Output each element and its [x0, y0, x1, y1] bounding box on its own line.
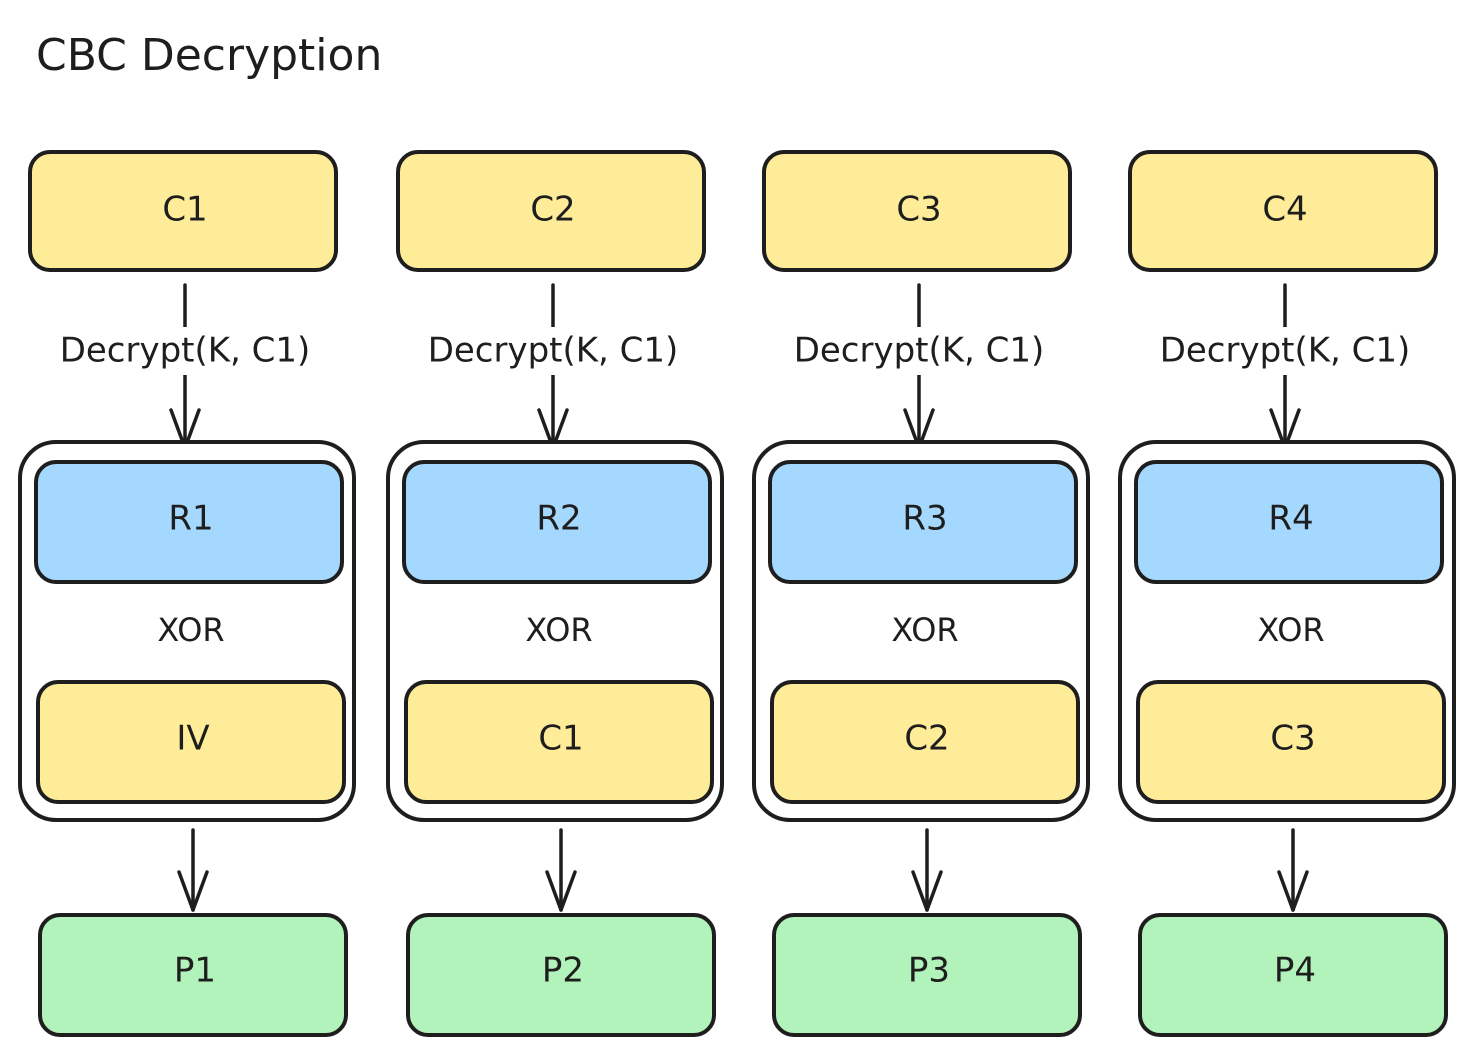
intermediate-box: [34, 460, 344, 584]
xor-input-box: [770, 680, 1080, 804]
edge-label-bg: [40, 327, 330, 375]
xor-operator-label: XOR: [1257, 611, 1324, 649]
decrypt-edge-label: Decrypt(K, C1): [428, 331, 679, 371]
plaintext-label: P2: [542, 951, 584, 991]
output-arrow: [1277, 828, 1309, 912]
output-arrow: [545, 828, 577, 912]
plaintext-label: P1: [174, 951, 216, 991]
ciphertext-label: C2: [530, 190, 575, 230]
xor-input-box: [1136, 680, 1446, 804]
ciphertext-box: [1128, 150, 1438, 272]
intermediate-box: [402, 460, 712, 584]
plaintext-label: P4: [1274, 951, 1316, 991]
edge-label-bg: [408, 327, 698, 375]
intermediate-label: R4: [1268, 499, 1313, 539]
diagram-title: CBC Decryption: [36, 30, 382, 81]
xor-input-label: C3: [1270, 719, 1315, 759]
xor-operator-label: XOR: [891, 611, 958, 649]
decrypt-edge-label: Decrypt(K, C1): [1160, 331, 1411, 371]
plaintext-box: [38, 913, 348, 1037]
ciphertext-box: [396, 150, 706, 272]
ciphertext-box: [28, 150, 338, 272]
edge-label-bg: [774, 327, 1064, 375]
decrypt-edge-label: Decrypt(K, C1): [60, 331, 311, 371]
decrypt-edge-label: Decrypt(K, C1): [794, 331, 1045, 371]
plaintext-box: [772, 913, 1082, 1037]
xor-input-label: IV: [176, 719, 209, 759]
plaintext-box: [406, 913, 716, 1037]
xor-input-box: [404, 680, 714, 804]
plaintext-label: P3: [908, 951, 950, 991]
ciphertext-label: C3: [896, 190, 941, 230]
ciphertext-label: C4: [1262, 190, 1307, 230]
xor-operator-label: XOR: [525, 611, 592, 649]
output-arrow: [911, 828, 943, 912]
intermediate-box: [1134, 460, 1444, 584]
plaintext-box: [1138, 913, 1448, 1037]
edge-label-bg: [1140, 327, 1430, 375]
ciphertext-label: C1: [162, 190, 207, 230]
xor-input-label: C2: [904, 719, 949, 759]
intermediate-label: R1: [168, 499, 213, 539]
xor-input-box: [36, 680, 346, 804]
intermediate-box: [768, 460, 1078, 584]
output-arrow: [177, 828, 209, 912]
intermediate-label: R3: [902, 499, 947, 539]
xor-input-label: C1: [538, 719, 583, 759]
xor-operator-label: XOR: [157, 611, 224, 649]
ciphertext-box: [762, 150, 1072, 272]
intermediate-label: R2: [536, 499, 581, 539]
